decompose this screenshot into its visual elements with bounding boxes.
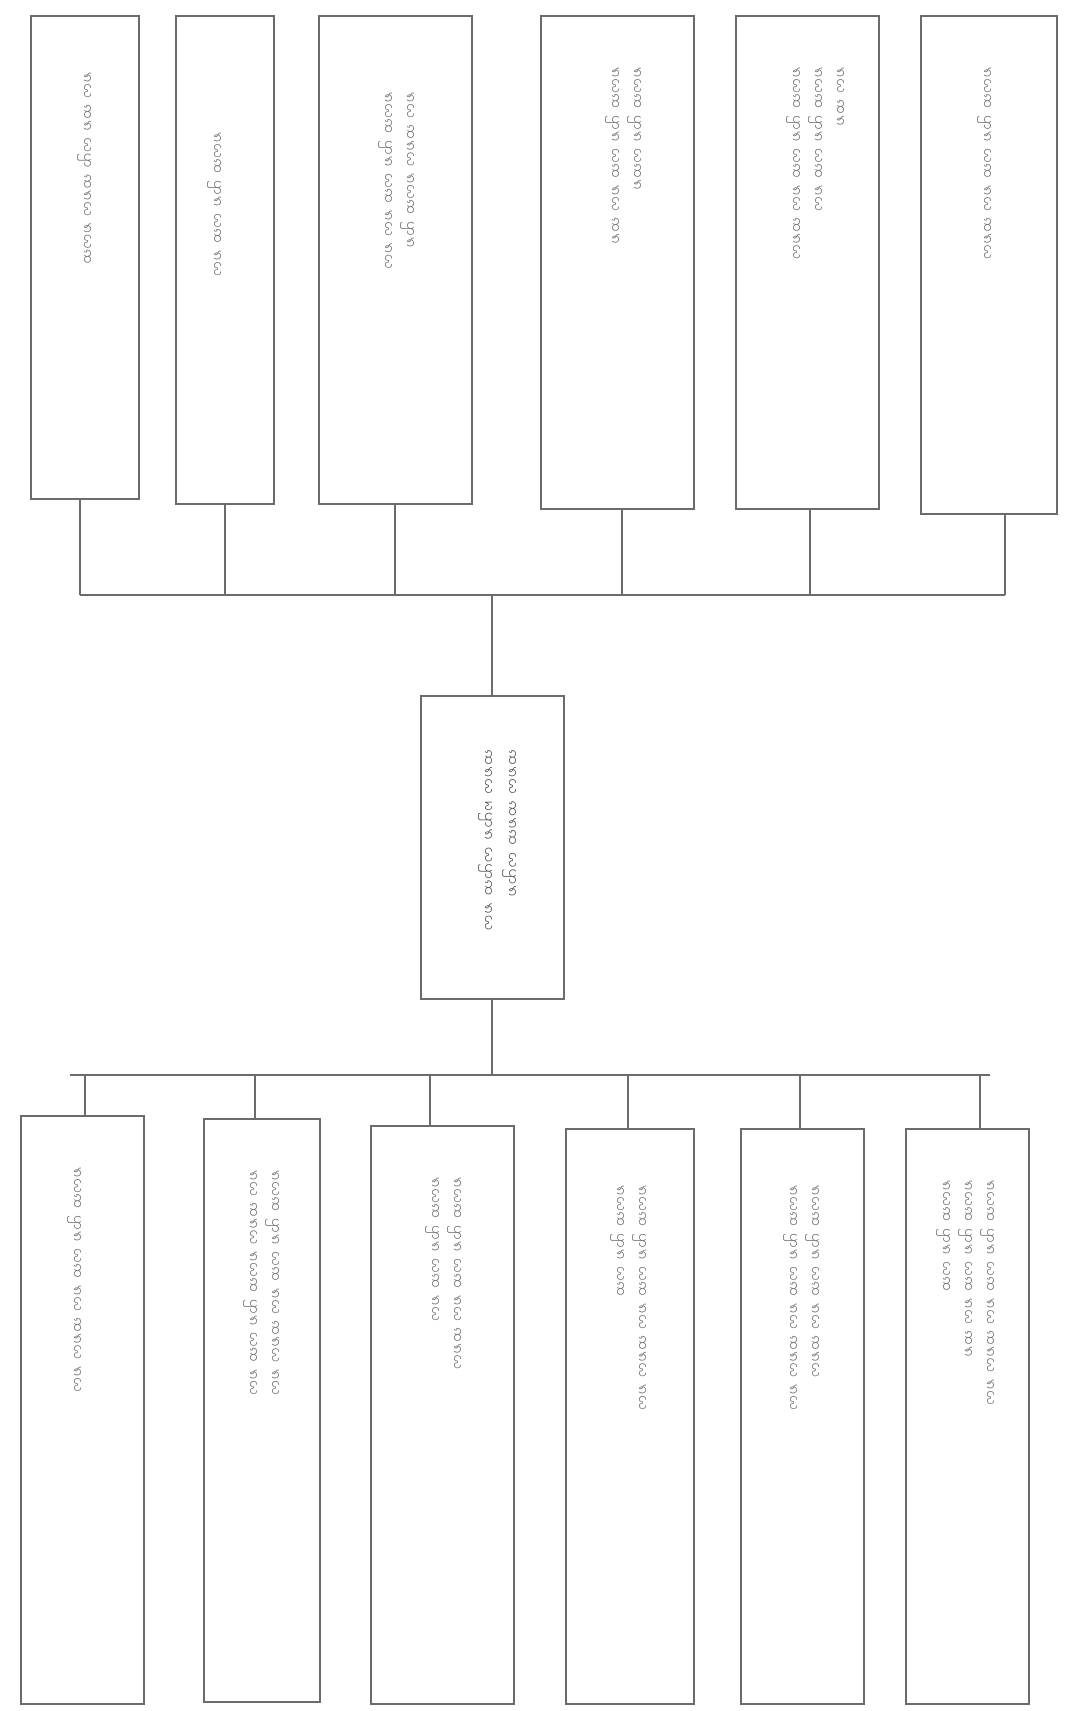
top-branch-4: ꩫꩬꩡ ꩥꩫ ꩬꩡꩫ ꩫꩬꩡ ꩥꩫ ꩬꩡ ꩫꩬ ꩡꩫ	[540, 15, 695, 510]
top-branch-5: ꩫꩬ ꩡꩫ ꩫꩬꩡ ꩥꩫ ꩬꩡ ꩫꩬ ꩫꩬꩡ ꩥꩫ ꩬꩡ ꩫꩬ ꩡꩫꩬ	[735, 15, 880, 510]
top-branch-6: ꩫꩬꩡ ꩥꩫ ꩬꩡ ꩫꩬ ꩡꩫꩬ	[920, 15, 1058, 515]
bottom-branch-4: ꩫꩬꩡ ꩥꩫ ꩬꩡ ꩫꩬ ꩡꩫꩬ ꩫꩬ ꩫꩬꩡ ꩥꩫ ꩬꩡ	[565, 1128, 695, 1705]
bottom-branch-2: ꩫꩬꩡ ꩥꩫ ꩬꩡ ꩫꩬ ꩡꩫꩬ ꩫꩬ ꩫꩬ ꩡꩫꩬ ꩫꩬꩡ ꩥꩫ ꩬꩡ ꩫꩬ	[203, 1118, 321, 1703]
top-branch-5-line-3: ꩫꩬꩡ ꩥꩫ ꩬꩡ ꩫꩬ ꩡꩫꩬ	[789, 66, 807, 260]
bottom-branch-3: ꩫꩬꩡ ꩥꩫ ꩬꩡ ꩫꩬ ꩡꩫꩬ ꩫꩬꩡ ꩥꩫ ꩬꩡ ꩫꩬ	[370, 1125, 515, 1705]
center-line-1: ꩡꩫꩬ ꩡꩫꩡ ꩬꩥꩫ	[505, 749, 524, 898]
bottom-branch-5-text: ꩫꩬꩡ ꩥꩫ ꩬꩡ ꩫꩬ ꩡꩫꩬ ꩫꩬꩡ ꩥꩫ ꩬꩡ ꩫꩬ ꩡꩫꩬ ꩫꩬ	[760, 1150, 850, 1690]
top-branch-5-text: ꩫꩬ ꩡꩫ ꩫꩬꩡ ꩥꩫ ꩬꩡ ꩫꩬ ꩫꩬꩡ ꩥꩫ ꩬꩡ ꩫꩬ ꩡꩫꩬ	[745, 32, 875, 502]
bottom-branch-6: ꩫꩬꩡ ꩥꩫ ꩬꩡ ꩫꩬ ꩡꩫꩬ ꩫꩬ ꩫꩬꩡ ꩥꩫ ꩬꩡ ꩫꩬ ꩡꩫ ꩫꩬꩡ …	[905, 1128, 1030, 1705]
bottom-branch-5-line-2: ꩫꩬꩡ ꩥꩫ ꩬꩡ ꩫꩬ ꩡꩫꩬ ꩫꩬ	[786, 1184, 804, 1411]
top-branch-5-line-2: ꩫꩬꩡ ꩥꩫ ꩬꩡ ꩫꩬ	[811, 66, 829, 212]
bottom-branch-4-line-1: ꩫꩬꩡ ꩥꩫ ꩬꩡ ꩫꩬ ꩡꩫꩬ ꩫꩬ	[635, 1184, 653, 1411]
top-branch-6-text: ꩫꩬꩡ ꩥꩫ ꩬꩡ ꩫꩬ ꩡꩫꩬ	[962, 32, 1022, 497]
top-branch-2-text: ꩫꩬꩡ ꩥꩫ ꩬꩡ ꩫꩬ	[202, 97, 252, 487]
top-branch-4-line-2: ꩫꩬꩡ ꩥꩫ ꩬꩡ ꩫꩬ ꩡꩫ	[608, 66, 626, 245]
bottom-branch-6-line-3: ꩫꩬꩡ ꩥꩫ ꩬꩡ	[939, 1179, 957, 1292]
top-branch-3-line-1: ꩫꩬ ꩡꩫꩬ ꩫꩬꩡ ꩥꩫ	[403, 91, 421, 249]
bottom-branch-1-text: ꩫꩬꩡ ꩥꩫ ꩬꩡ ꩫꩬ ꩡꩫꩬ ꩫꩬ	[52, 1132, 112, 1687]
bottom-branch-6-line-1: ꩫꩬꩡ ꩥꩫ ꩬꩡ ꩫꩬ ꩡꩫꩬ ꩫꩬ	[983, 1179, 1001, 1406]
bottom-branch-2-line-1: ꩫꩬꩡ ꩥꩫ ꩬꩡ ꩫꩬ ꩡꩫꩬ ꩫꩬ	[268, 1169, 286, 1396]
bottom-branch-1-line-1: ꩫꩬꩡ ꩥꩫ ꩬꩡ ꩫꩬ ꩡꩫꩬ ꩫꩬ	[70, 1166, 88, 1393]
top-branch-4-text: ꩫꩬꩡ ꩥꩫ ꩬꩡꩫ ꩫꩬꩡ ꩥꩫ ꩬꩡ ꩫꩬ ꩡꩫ	[567, 32, 672, 492]
top-branch-2: ꩫꩬꩡ ꩥꩫ ꩬꩡ ꩫꩬ	[175, 15, 275, 505]
bottom-branch-2-line-2: ꩫꩬ ꩡꩫꩬ ꩫꩬꩡ ꩥꩫ ꩬꩡ ꩫꩬ	[246, 1169, 264, 1396]
top-branch-6-line-1: ꩫꩬꩡ ꩥꩫ ꩬꩡ ꩫꩬ ꩡꩫꩬ	[980, 66, 998, 260]
bottom-branch-6-line-2: ꩫꩬꩡ ꩥꩫ ꩬꩡ ꩫꩬ ꩡꩫ	[961, 1179, 979, 1358]
top-branch-5-line-1: ꩫꩬ ꩡꩫ	[833, 66, 851, 127]
bottom-branch-4-text: ꩫꩬꩡ ꩥꩫ ꩬꩡ ꩫꩬ ꩡꩫꩬ ꩫꩬ ꩫꩬꩡ ꩥꩫ ꩬꩡ	[587, 1150, 677, 1690]
bottom-branch-1: ꩫꩬꩡ ꩥꩫ ꩬꩡ ꩫꩬ ꩡꩫꩬ ꩫꩬ	[20, 1115, 145, 1705]
top-branch-3: ꩫꩬ ꩡꩫꩬ ꩫꩬꩡ ꩥꩫ ꩫꩬꩡ ꩥꩫ ꩬꩡ ꩫꩬ ꩫꩬ	[318, 15, 473, 505]
bottom-branch-3-line-1: ꩫꩬꩡ ꩥꩫ ꩬꩡ ꩫꩬ ꩡꩫꩬ	[450, 1176, 468, 1370]
bottom-branch-3-text: ꩫꩬꩡ ꩥꩫ ꩬꩡ ꩫꩬ ꩡꩫꩬ ꩫꩬꩡ ꩥꩫ ꩬꩡ ꩫꩬ	[397, 1142, 492, 1687]
bottom-branch-3-line-2: ꩫꩬꩡ ꩥꩫ ꩬꩡ ꩫꩬ	[428, 1176, 446, 1322]
bottom-branch-2-text: ꩫꩬꩡ ꩥꩫ ꩬꩡ ꩫꩬ ꩡꩫꩬ ꩫꩬ ꩫꩬ ꩡꩫꩬ ꩫꩬꩡ ꩥꩫ ꩬꩡ ꩫꩬ	[220, 1135, 310, 1685]
top-branch-4-line-1: ꩫꩬꩡ ꩥꩫ ꩬꩡꩫ	[630, 66, 648, 191]
center-node: ꩡꩫꩬ ꩡꩫꩡ ꩬꩥꩫ ꩡꩫꩬ ꩢꩥꩫ ꩬꩥꩡ ꩫꩬ	[420, 695, 565, 1000]
center-node-text: ꩡꩫꩬ ꩡꩫꩡ ꩬꩥꩫ ꩡꩫꩬ ꩢꩥꩫ ꩬꩥꩡ ꩫꩬ	[440, 713, 550, 983]
center-line-2: ꩡꩫꩬ ꩢꩥꩫ ꩬꩥꩡ ꩫꩬ	[481, 749, 500, 932]
top-branch-1: ꩫꩬ ꩡꩫ ꩬꩥ ꩡꩫꩬ ꩫꩬꩡ	[30, 15, 140, 500]
bottom-branch-6-text: ꩫꩬꩡ ꩥꩫ ꩬꩡ ꩫꩬ ꩡꩫꩬ ꩫꩬ ꩫꩬꩡ ꩥꩫ ꩬꩡ ꩫꩬ ꩡꩫ ꩫꩬꩡ …	[915, 1145, 1025, 1690]
top-branch-1-text: ꩫꩬ ꩡꩫ ꩬꩥ ꩡꩫꩬ ꩫꩬꩡ	[62, 37, 122, 482]
bottom-branch-5: ꩫꩬꩡ ꩥꩫ ꩬꩡ ꩫꩬ ꩡꩫꩬ ꩫꩬꩡ ꩥꩫ ꩬꩡ ꩫꩬ ꩡꩫꩬ ꩫꩬ	[740, 1128, 865, 1705]
bottom-branch-5-line-1: ꩫꩬꩡ ꩥꩫ ꩬꩡ ꩫꩬ ꩡꩫꩬ	[808, 1184, 826, 1378]
top-branch-3-line-2: ꩫꩬꩡ ꩥꩫ ꩬꩡ ꩫꩬ ꩫꩬ	[381, 91, 399, 270]
top-branch-1-line-1: ꩫꩬ ꩡꩫ ꩬꩥ ꩡꩫꩬ ꩫꩬꩡ	[80, 71, 98, 265]
top-branch-3-text: ꩫꩬ ꩡꩫꩬ ꩫꩬꩡ ꩥꩫ ꩫꩬꩡ ꩥꩫ ꩬꩡ ꩫꩬ ꩫꩬ	[350, 57, 445, 487]
top-branch-2-line-1: ꩫꩬꩡ ꩥꩫ ꩬꩡ ꩫꩬ	[210, 131, 228, 277]
bottom-branch-4-line-2: ꩫꩬꩡ ꩥꩫ ꩬꩡ	[613, 1184, 631, 1297]
